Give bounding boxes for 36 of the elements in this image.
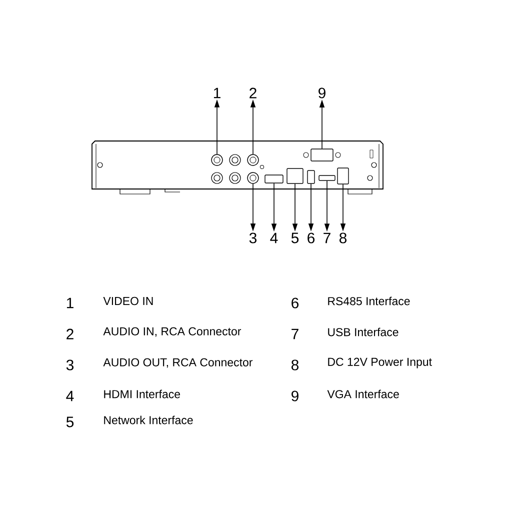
- item-number: 9: [292, 390, 298, 402]
- item-description: HDMI Interface: [104, 390, 180, 398]
- callout-number: 9: [318, 88, 326, 98]
- callout-number: 5: [291, 232, 299, 244]
- connector-port: [264, 174, 284, 184]
- item-description: Network Interface: [104, 416, 193, 424]
- connector-port: [211, 154, 223, 166]
- item-description: AUDIO IN, RCA Connector: [103, 327, 242, 337]
- callout-number: 8: [340, 232, 347, 244]
- item-number: 6: [292, 298, 299, 308]
- item-number: 4: [66, 390, 74, 402]
- callout-number: 4: [270, 232, 278, 244]
- connector-port: [310, 148, 334, 162]
- item-number: 7: [292, 328, 298, 340]
- connector-port: [337, 168, 349, 184]
- item-number: 8: [292, 360, 299, 370]
- connector-port: [286, 168, 304, 184]
- item-description: VIDEO IN: [103, 296, 153, 306]
- connector-port: [318, 175, 336, 181]
- callout-number: 2: [250, 88, 256, 98]
- item-description: USB Interface: [328, 328, 398, 336]
- callout-number: 3: [249, 232, 257, 244]
- connector-port: [247, 154, 259, 166]
- item-number: 5: [66, 416, 74, 428]
- callout-number: 1: [214, 88, 220, 98]
- callout-number: 6: [308, 232, 315, 244]
- item-description: RS485 Interface: [328, 296, 410, 306]
- connector-port: [307, 170, 315, 184]
- item-number: 3: [66, 360, 74, 370]
- item-description: AUDIO OUT, RCA Connector: [103, 358, 253, 368]
- callout-number: 7: [324, 232, 330, 244]
- connector-port: [247, 172, 259, 184]
- item-number: 1: [66, 298, 74, 308]
- item-description: VGA Interface: [327, 390, 399, 398]
- item-number: 2: [66, 328, 74, 340]
- item-description: DC 12V Power Input: [328, 358, 432, 368]
